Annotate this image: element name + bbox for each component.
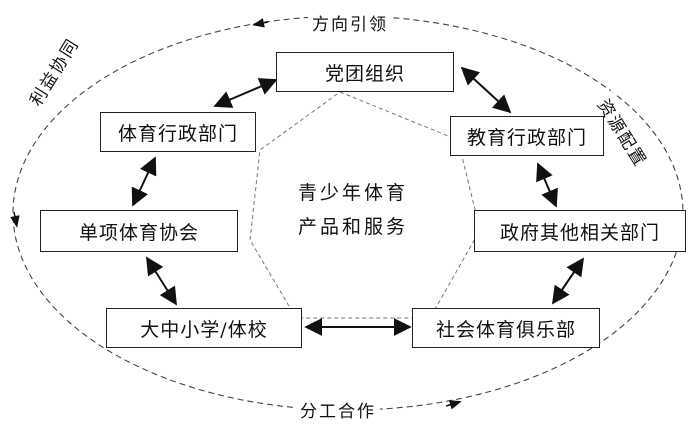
node-schools: 大中小学/体校 (106, 308, 302, 348)
arrow-gov-clubs (551, 257, 585, 305)
node-sports-admin: 体育行政部门 (100, 112, 256, 152)
node-social-clubs: 社会体育俱乐部 (412, 308, 600, 348)
arrow-eduadmin-gov (536, 162, 558, 208)
center-title-line2: 产品和服务 (298, 216, 409, 238)
outer-label-cooperation: 分工合作 (296, 397, 380, 422)
arrow-party-eduadmin (460, 66, 512, 114)
node-education-admin: 教育行政部门 (450, 116, 604, 156)
center-title-line1: 青少年体育 (298, 182, 409, 204)
node-sports-association: 单项体育协会 (40, 210, 238, 252)
arrow-party-sportsadmin (213, 78, 278, 108)
arrow-assoc-schools (146, 256, 177, 306)
ellipse-arrow-top (252, 18, 269, 28)
ellipse-arrow-left (10, 211, 20, 228)
node-government-depts: 政府其他相关部门 (474, 210, 686, 252)
ellipse-arrow-bottom (445, 400, 462, 410)
inner-dashed-heptagon (249, 91, 481, 319)
arrow-sportsadmin-assoc (131, 156, 157, 207)
node-party-organization: 党团组织 (276, 52, 454, 92)
outer-label-direction: 方向引领 (308, 10, 392, 35)
